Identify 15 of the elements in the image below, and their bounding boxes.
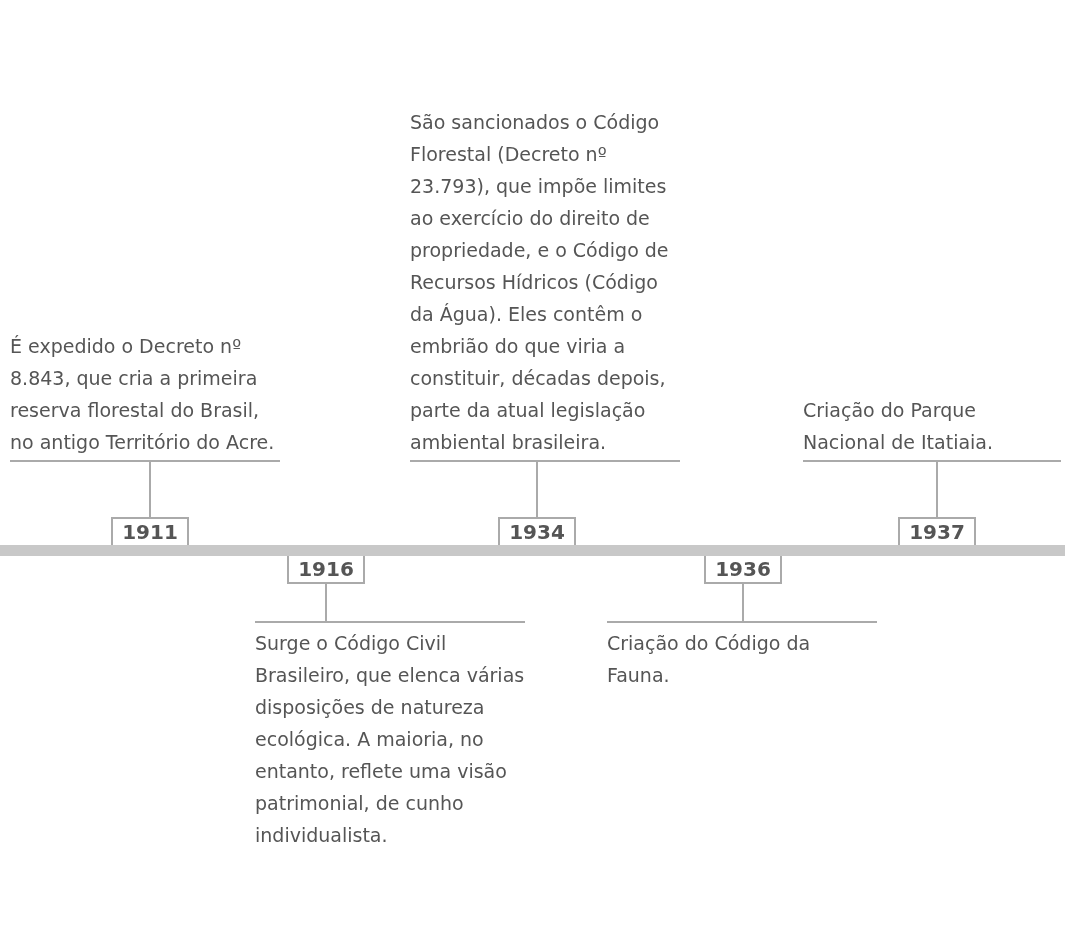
year-box: 1936 — [704, 556, 782, 584]
event-description: Criação do Código da Fauna. — [607, 621, 877, 693]
event-description: Surge o Código Civil Brasileiro, que elenca várias disposições de natureza ecológica. A maioria, no entanto, reflete uma visão patrimonial, de cunho individualista. — [255, 621, 525, 853]
event-description: É expedido o Decreto nº 8.843, que cria a primeira reserva florestal do Brasil, no antigo Território do Acre. — [10, 330, 280, 462]
connector-line — [325, 583, 327, 622]
year-box: 1916 — [287, 556, 365, 584]
connector-line — [536, 461, 538, 518]
event-description: Criação do Parque Nacional de Itatiaia. — [803, 394, 1061, 462]
year-box: 1934 — [498, 517, 576, 545]
connector-line — [742, 583, 744, 622]
year-box: 1911 — [111, 517, 189, 545]
connector-line — [936, 461, 938, 518]
event-description: São sancionados o Código Florestal (Decreto nº 23.793), que impõe limites ao exercício do direito de propriedade, e o Código de Recursos Hídricos (Código da Água). Eles contêm o embrião do que viria a constituir, décadas depois, parte da atual legislação ambiental brasileira. — [410, 106, 680, 462]
connector-line — [149, 461, 151, 518]
year-box: 1937 — [898, 517, 976, 545]
